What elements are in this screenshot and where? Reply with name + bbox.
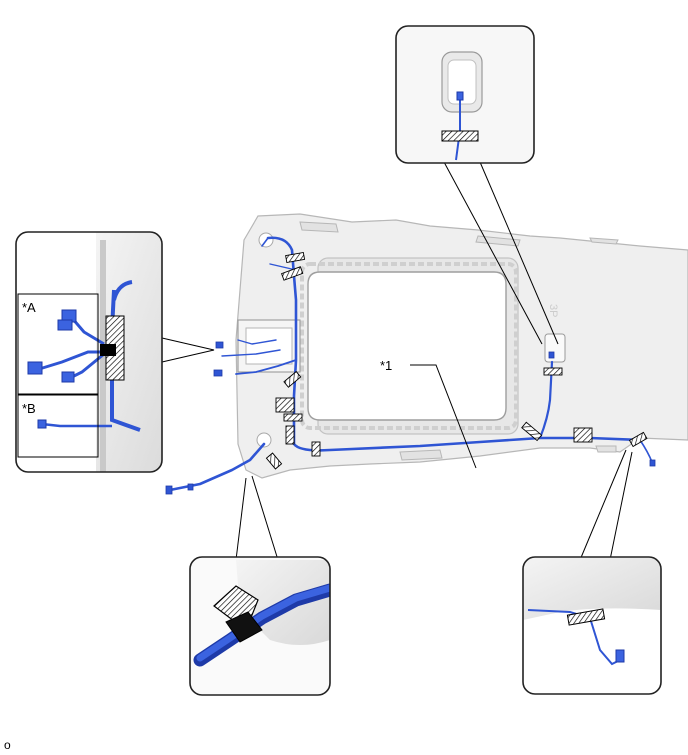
svg-text:3P: 3P bbox=[547, 304, 559, 317]
connector bbox=[57, 319, 73, 331]
hatched-tape bbox=[441, 130, 479, 142]
sub-view-b-frame bbox=[17, 394, 99, 458]
part-1-callout: *1 bbox=[380, 358, 392, 373]
detail-view-rear-connector bbox=[522, 556, 662, 695]
sub-view-a-frame bbox=[17, 293, 99, 395]
connector bbox=[27, 361, 43, 375]
connector bbox=[37, 419, 47, 429]
sunroof-opening bbox=[307, 271, 507, 421]
footer-code: o bbox=[4, 738, 11, 752]
connector bbox=[456, 91, 464, 101]
view-a-label: *A bbox=[22, 300, 36, 315]
connector bbox=[61, 371, 75, 383]
detail-view-clamp bbox=[189, 556, 331, 696]
hatched-tape bbox=[566, 608, 606, 626]
detail-view-rear-lamp bbox=[395, 25, 535, 164]
detail-view-front-connectors: *A *B bbox=[15, 231, 163, 473]
clamp bbox=[265, 251, 648, 470]
connector bbox=[165, 341, 656, 495]
view-b-label: *B bbox=[22, 401, 36, 416]
connector bbox=[615, 649, 625, 663]
leader-lines bbox=[161, 161, 633, 561]
headliner-panel: 3P bbox=[235, 213, 688, 479]
